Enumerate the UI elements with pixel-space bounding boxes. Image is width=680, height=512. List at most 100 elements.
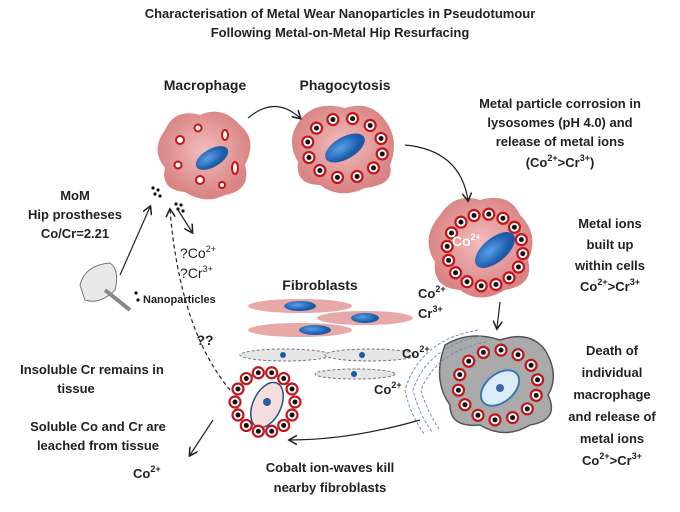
death-line: metal ions — [580, 431, 644, 446]
metal-particle-core — [269, 428, 275, 434]
nucleus — [195, 146, 229, 170]
released-ion: Co2+ — [402, 344, 430, 361]
corrosion-line: release of metal ions — [496, 134, 625, 149]
uncertain-co-ion: ?Co2+ — [180, 244, 216, 261]
fibroblasts — [239, 299, 416, 380]
uncertain-cr-ion: ?Cr3+ — [180, 264, 213, 281]
metal-particle-core — [269, 370, 275, 376]
metal-particle-core — [255, 428, 261, 434]
corrosion-line: Metal particle corrosion in — [479, 96, 641, 111]
phagocytosis-label: Phagocytosis — [299, 77, 390, 93]
nanoparticle — [153, 192, 157, 196]
metal-particle-core — [518, 237, 524, 243]
metal-particle-core — [350, 116, 356, 122]
metal-particle-core — [243, 376, 249, 382]
metal-particle-core — [292, 399, 298, 405]
mom-line: Hip prostheses — [28, 207, 122, 222]
metal-particle-core — [524, 406, 530, 412]
released-ion: Co2+ — [374, 380, 402, 397]
metal-particle-core — [235, 412, 241, 418]
metal-particle-core — [446, 257, 452, 263]
phagocytosis-cell — [291, 105, 394, 194]
metal-particle-core — [462, 402, 468, 408]
metal-particle-core — [478, 283, 484, 289]
waves-line: Cobalt ion-waves kill — [266, 460, 395, 475]
metal-particle-core — [367, 123, 373, 129]
nanoparticles-icon — [134, 186, 185, 302]
released-ion: Co2+ — [418, 284, 446, 301]
fibroblasts-label: Fibroblasts — [282, 277, 358, 293]
waves-text: Cobalt ion-waves kill nearby fibroblasts — [266, 460, 395, 495]
metal-particle-core — [464, 279, 470, 285]
metal-particle-core — [378, 135, 384, 141]
nucleus — [475, 232, 515, 268]
metal-particle-core — [243, 422, 249, 428]
macrophage-label: Macrophage — [164, 77, 247, 93]
metal-particle-core — [306, 155, 312, 161]
death-line: and release of — [568, 409, 656, 424]
title-line-1: Characterisation of Metal Wear Nanoparti… — [145, 6, 536, 21]
metal-particle-core — [471, 213, 477, 219]
metal-particle-core — [457, 372, 463, 378]
corrosion-line: lysosomes (pH 4.0) and — [487, 115, 632, 130]
metal-particle-core — [455, 387, 461, 393]
metal-particle-core — [480, 349, 486, 355]
buildup-ratio: Co2+>Cr3+ — [580, 277, 640, 294]
metal-particle-core — [500, 215, 506, 221]
metal-particle-core — [281, 376, 287, 382]
metal-particle-core — [317, 167, 323, 173]
cell-ion-label: Co2+ — [452, 232, 481, 249]
metal-particle-core — [289, 386, 295, 392]
corrosion-text: Metal particle corrosion in lysosomes (p… — [479, 96, 641, 170]
nanoparticle — [151, 186, 155, 190]
metal-particle-core — [370, 165, 376, 171]
metal-particle-core — [492, 417, 498, 423]
buildup-line: within cells — [574, 258, 645, 273]
loaded-macrophage-cell: Co2+ — [428, 197, 533, 298]
nanoparticle — [181, 209, 185, 213]
nanoparticle — [174, 202, 178, 206]
metal-particle-core — [453, 270, 459, 276]
leached-ion: Co2+ — [133, 464, 161, 481]
metal-particle-core — [475, 412, 481, 418]
death-line: individual — [582, 365, 643, 380]
insoluble-text: Insoluble Cr remains in tissue — [20, 362, 164, 396]
metal-particle-core — [511, 224, 517, 230]
buildup-line: Metal ions — [578, 216, 642, 231]
buildup-line: built up — [587, 237, 634, 252]
metal-particle-core — [498, 347, 504, 353]
nanoparticles-label: Nanoparticles — [143, 294, 216, 306]
unknown-label: ?? — [196, 332, 213, 348]
metal-particle-core — [486, 211, 492, 217]
soluble-line: leached from tissue — [37, 438, 159, 453]
metal-particle-core — [330, 117, 336, 123]
nanoparticle — [158, 194, 162, 198]
dead-macrophage-cell — [438, 335, 554, 434]
death-ratio: Co2+>Cr3+ — [582, 451, 642, 468]
nucleus — [325, 133, 365, 163]
released-ion: Cr3+ — [418, 304, 443, 321]
ion-waves — [404, 329, 487, 436]
metal-particle-core — [281, 422, 287, 428]
metal-particle-core — [515, 352, 521, 358]
metal-particle-core — [506, 275, 512, 281]
metal-particle-core — [305, 139, 311, 145]
macrophage-cell — [157, 111, 251, 200]
waves-line: nearby fibroblasts — [274, 480, 387, 495]
death-line: macrophage — [573, 387, 650, 402]
title-line-2: Following Metal-on-Metal Hip Resurfacing — [211, 25, 470, 40]
mom-line: MoM — [60, 188, 90, 203]
metal-particle-core — [458, 219, 464, 225]
corrosion-ratio: (Co2+>Cr3+) — [526, 153, 595, 170]
metal-particle-core — [535, 377, 541, 383]
metal-particle-core — [235, 386, 241, 392]
nanoparticle — [134, 291, 138, 295]
metal-particle-core — [533, 392, 539, 398]
metal-particle-core — [466, 358, 472, 364]
nanoparticle — [179, 203, 183, 207]
metal-particle-core — [334, 174, 340, 180]
soluble-line: Soluble Co and Cr are — [30, 419, 166, 434]
metal-particle-core — [354, 173, 360, 179]
